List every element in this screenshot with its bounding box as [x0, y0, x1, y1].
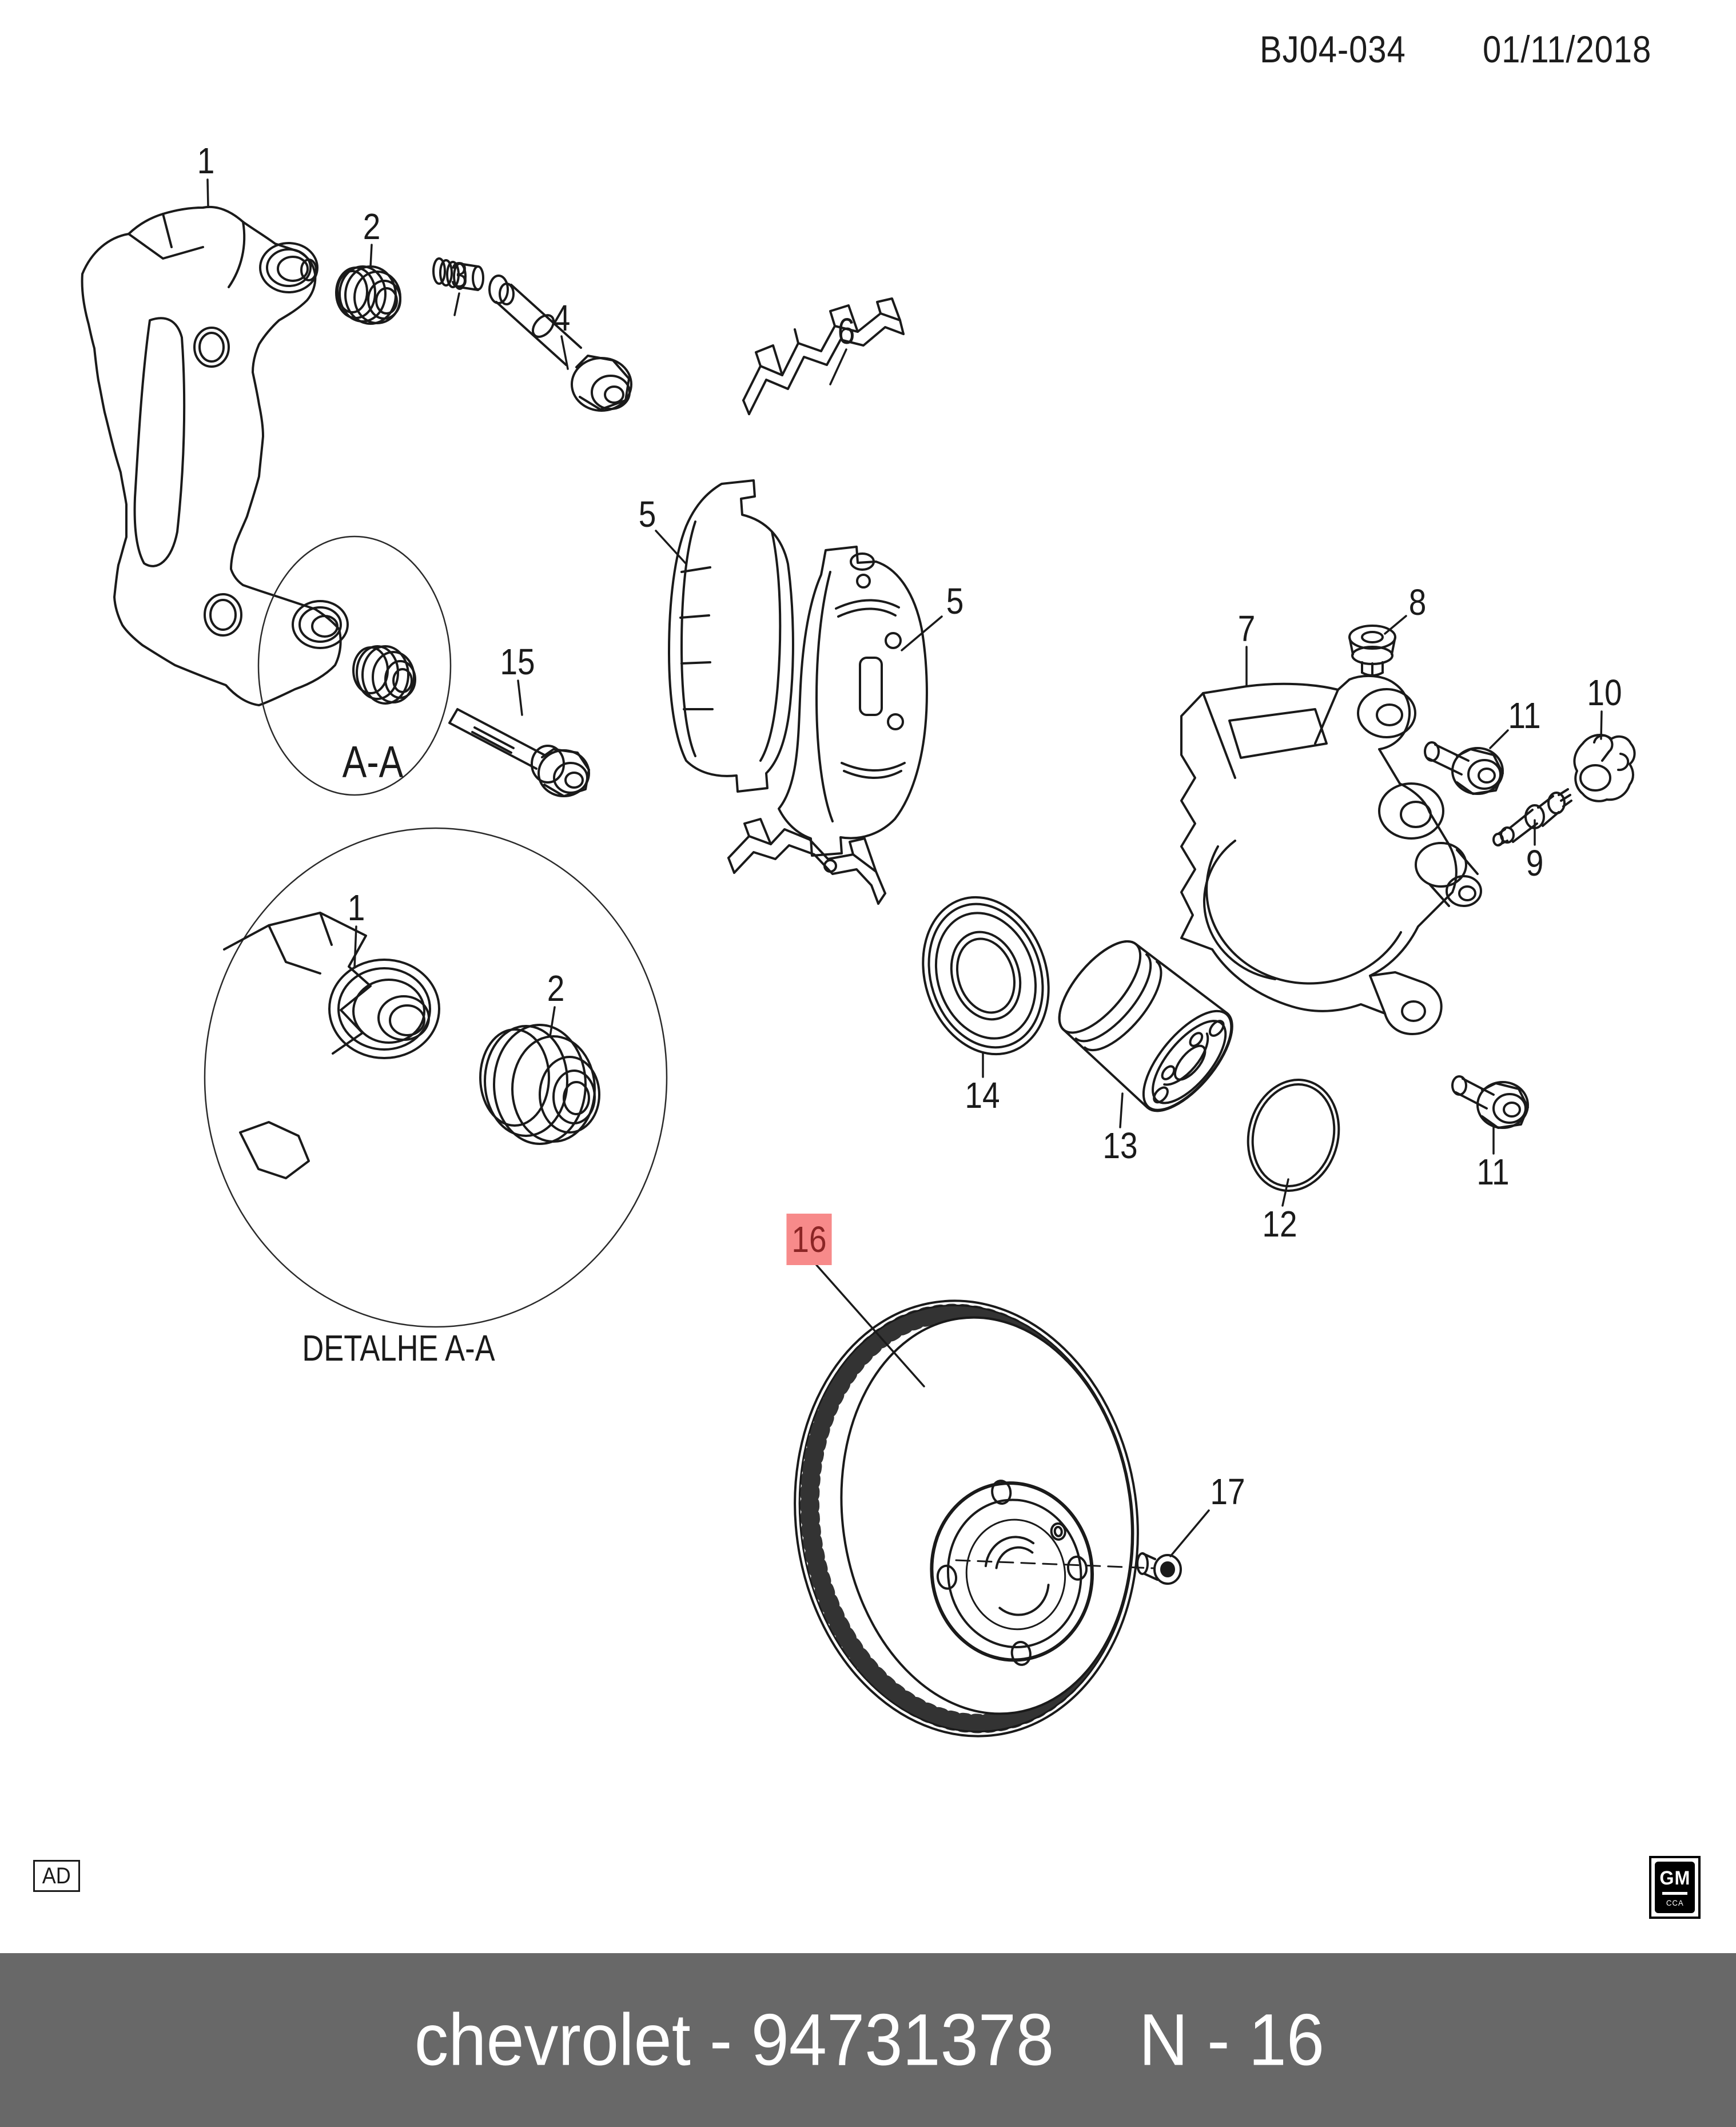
boot-2-detail-drawing [479, 1024, 600, 1145]
callout-17-screw: 17 [1210, 1471, 1245, 1512]
gm-logo-underline [1662, 1892, 1687, 1895]
callout-11-upper-bolt-leader [1489, 729, 1509, 749]
callout-2-boot: 2 [363, 206, 381, 247]
retainer-10-drawing [1573, 734, 1636, 802]
ad-stamp: AD [33, 1860, 80, 1892]
callout-8-cap: 8 [1408, 582, 1427, 623]
callout-9-bleeder-valve: 9 [1526, 842, 1544, 884]
top-clip-6-drawing [742, 297, 905, 415]
footer-part-number: chevrolet - 94731378 [414, 1999, 1054, 2081]
footer-page-code: N - 16 [1138, 1999, 1325, 2081]
callout-15-guide-pin-leader [517, 679, 523, 716]
callout-1-bracket: 1 [197, 140, 215, 181]
callout-3-pin-plug-leader [453, 292, 460, 316]
guide-pin-15-drawing [448, 708, 590, 797]
callout-5-outer-pad: 5 [946, 581, 964, 622]
callout-16-rotor: 16 [786, 1214, 832, 1265]
ad-stamp-label: AD [42, 1863, 71, 1889]
rotor-axis-line [955, 1559, 1155, 1569]
callout-2-detail: 2 [547, 968, 565, 1009]
callout-2-boot-leader [369, 244, 373, 268]
callout-13-piston: 13 [1102, 1125, 1138, 1166]
callout-1-detail-leader [353, 925, 357, 969]
boot-2-section-drawing [352, 645, 416, 705]
callout-10-retainer: 10 [1587, 672, 1622, 713]
callout-4-guide-pin-bolt-leader [560, 335, 569, 370]
bolt-11-upper-drawing [1424, 741, 1504, 795]
callout-7-caliper: 7 [1237, 608, 1256, 649]
detail-circle [204, 827, 668, 1328]
cap-8-drawing [1348, 625, 1396, 677]
gm-logo-text: GM [1659, 1867, 1690, 1889]
rotor-16-drawing [794, 1299, 1139, 1738]
bracket-1-drawing [81, 205, 349, 706]
callout-13-piston-leader [1119, 1092, 1124, 1128]
section-aa-circle [257, 535, 452, 796]
leader-lines [206, 178, 1603, 1557]
bleeder-9-drawing [1492, 788, 1572, 846]
boot-2-drawing [335, 265, 401, 325]
callout-11-upper-bolt: 11 [1508, 695, 1541, 736]
callout-10-retainer-leader [1600, 710, 1603, 740]
callout-17-screw-leader [1169, 1509, 1210, 1557]
pin-plug-3-drawing [432, 257, 484, 291]
drawing-code: BJ04-034 [1260, 28, 1406, 70]
bottom-clip-6-drawing [727, 818, 886, 905]
callout-14-piston-boot: 14 [965, 1075, 1000, 1116]
callout-6-top-clip-leader [829, 348, 847, 385]
callout-3-pin-plug: 3 [450, 255, 468, 296]
bolt-11-lower-drawing [1451, 1075, 1529, 1129]
bracket-fragment-detail-drawing [223, 912, 440, 1179]
callout-4-guide-pin-bolt: 4 [552, 297, 571, 339]
screw-17-drawing [1136, 1552, 1182, 1585]
callout-12-o-ring: 12 [1262, 1203, 1297, 1245]
guide-pin-bolt-4-drawing [488, 275, 632, 412]
piston-boot-14-drawing [922, 896, 1050, 1056]
piston-13-drawing [1058, 940, 1233, 1112]
callout-6-top-clip: 6 [837, 311, 855, 352]
inner-pad-5-drawing [668, 479, 794, 793]
gm-logo-subtext: CCA [1666, 1898, 1684, 1907]
callout-16-rotor-leader [815, 1264, 925, 1387]
caliper-7-drawing [1180, 674, 1482, 1035]
drawing-date: 01/11/2018 [1483, 28, 1652, 70]
callout-5-outer-pad-leader [901, 615, 943, 651]
section-label-detalhe-aa: DETALHE A-A [302, 1327, 495, 1369]
footer-bar [0, 1953, 1736, 2127]
callout-5-inner-pad: 5 [638, 494, 656, 535]
callout-11-lower-bolt: 11 [1476, 1151, 1510, 1192]
gm-logo-inner: GM CCA [1655, 1862, 1695, 1913]
callout-5-inner-pad-leader [655, 530, 687, 565]
o-ring-12-drawing [1247, 1079, 1340, 1192]
outer-pad-5-drawing [778, 546, 928, 857]
section-label-aa: A-A [342, 736, 404, 787]
callout-2-detail-leader [549, 1006, 556, 1037]
callout-8-cap-leader [1384, 615, 1407, 635]
callout-15-guide-pin: 15 [500, 641, 535, 682]
callout-1-detail: 1 [347, 887, 365, 928]
callout-12-o-ring-leader [1281, 1178, 1289, 1207]
gm-logo: GM CCA [1649, 1856, 1701, 1919]
